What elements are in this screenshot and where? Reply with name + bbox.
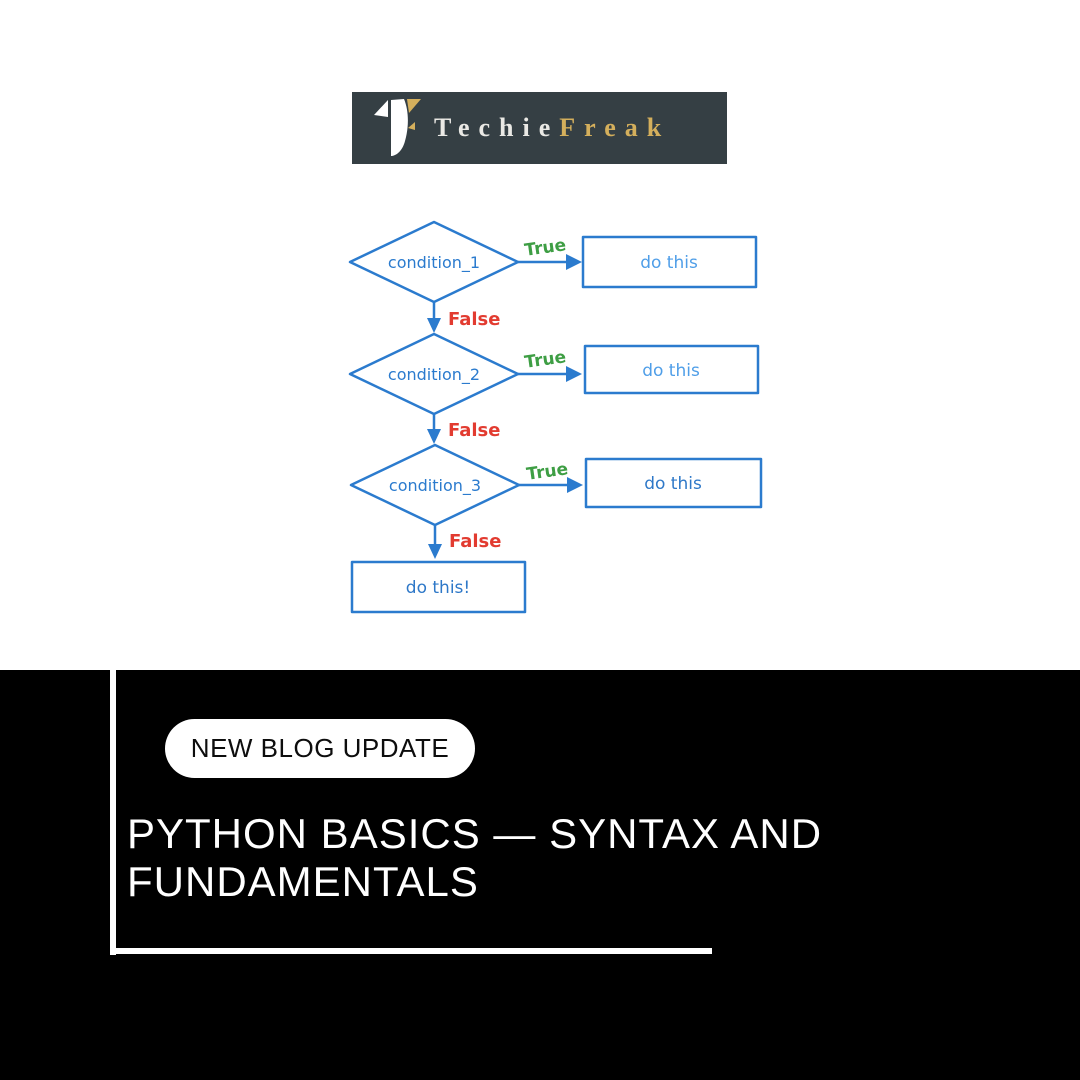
new-blog-update-badge: NEW BLOG UPDATE: [165, 719, 475, 778]
decision-label-2: condition_2: [388, 365, 480, 385]
false-label-3: False: [449, 531, 501, 552]
brand-name-techie: Techie: [434, 113, 560, 142]
true-label-2: True: [523, 347, 567, 373]
brand-name-freak: Freak: [559, 113, 671, 142]
true-arrowhead-2: [566, 366, 582, 382]
announcement-section: NEW BLOG UPDATE PYTHON BASICS — SYNTAX A…: [0, 670, 1080, 1080]
final-action-box: [350, 560, 527, 614]
action-box-2: [583, 344, 760, 395]
frame-vertical-line: [110, 670, 116, 955]
blog-title-line2: FUNDAMENTALS: [127, 858, 479, 905]
decision-label-3: condition_3: [389, 476, 481, 496]
action-label-1: do this: [640, 253, 698, 273]
action-box-1: [581, 235, 758, 289]
action-label-2: do this: [642, 361, 700, 381]
decision-label-1: condition_1: [388, 253, 480, 273]
true-label-3: True: [525, 459, 569, 485]
true-arrowhead-1: [566, 254, 582, 270]
blog-title-line1: PYTHON BASICS — SYNTAX AND: [127, 810, 823, 857]
false-label-1: False: [448, 309, 500, 330]
false-arrowhead-1: [427, 318, 441, 333]
flowchart-diagram: condition_1 do this True False condition…: [348, 220, 763, 614]
false-label-2: False: [448, 420, 500, 441]
false-arrowhead-2: [427, 429, 441, 444]
action-label-3: do this: [644, 474, 702, 494]
techiefreak-logo-icon: [374, 99, 421, 156]
frame-horizontal-line: [110, 948, 712, 954]
action-box-3: [584, 457, 763, 509]
true-arrowhead-3: [567, 477, 583, 493]
final-action-label: do this!: [406, 578, 470, 598]
false-arrowhead-3: [428, 544, 442, 559]
badge-label: NEW BLOG UPDATE: [190, 733, 450, 763]
true-label-1: True: [523, 235, 567, 261]
